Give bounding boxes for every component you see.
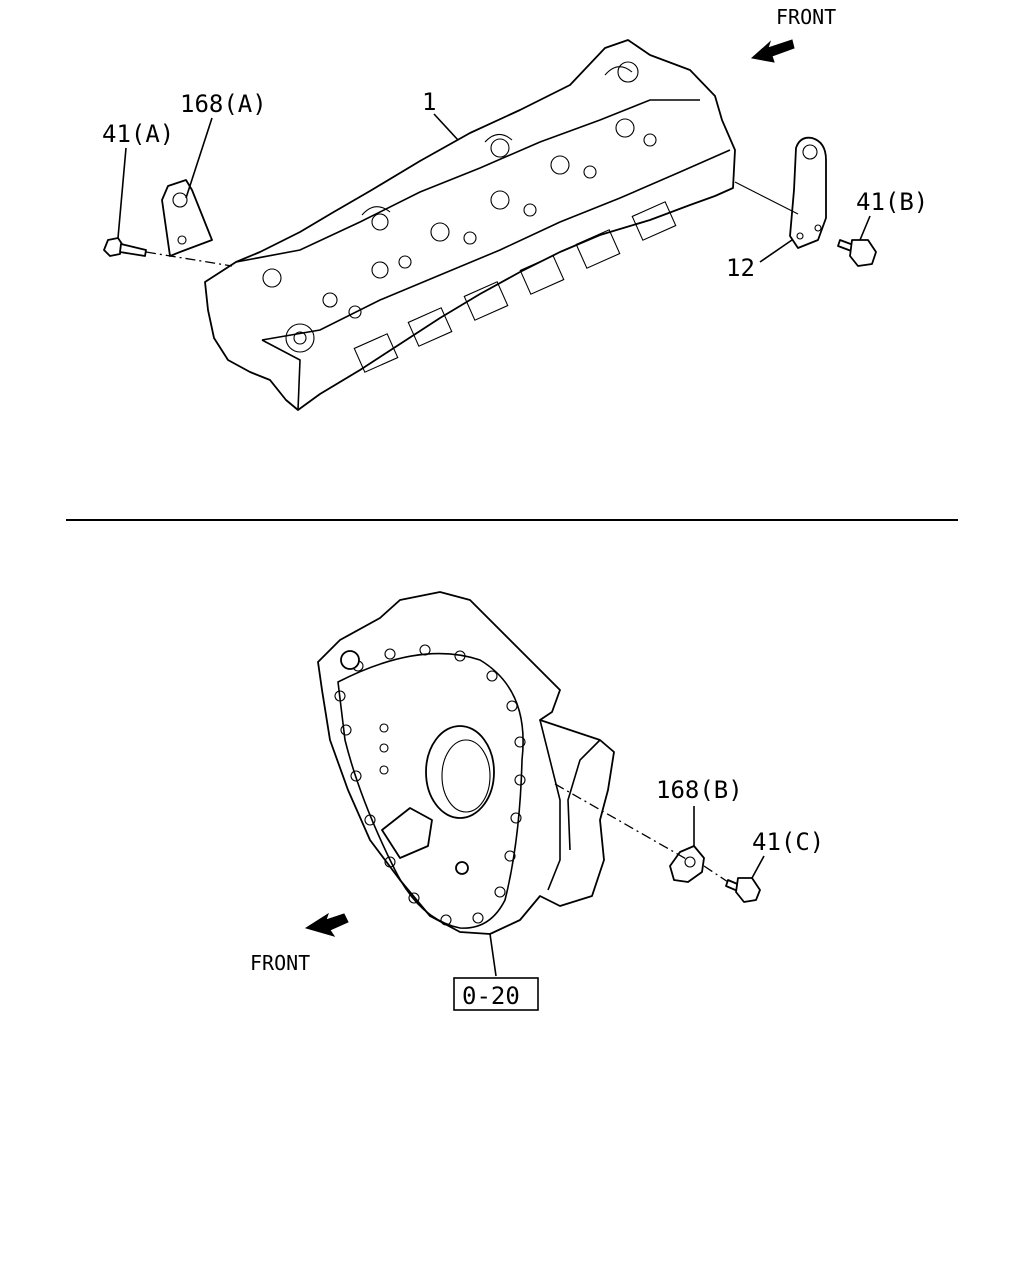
- bolt-c-centerline: [703, 865, 729, 883]
- deck-holes: [262, 61, 657, 353]
- leader-41b: [859, 215, 871, 241]
- ref-box-label: 0-20: [462, 982, 520, 1010]
- callout-168b: 168(B): [656, 776, 743, 804]
- port-openings: [353, 201, 677, 373]
- ref-box[interactable]: [453, 977, 539, 1011]
- leader-ref-box: [489, 933, 497, 977]
- callout-41b: 41(B): [856, 188, 928, 216]
- callout-168a: 168(A): [180, 90, 267, 118]
- bolt-41a: [103, 237, 147, 257]
- bracket-168a: [161, 179, 213, 257]
- bracket-168b: [669, 845, 705, 883]
- leader-41a: [117, 147, 127, 239]
- flywheel-housing: [317, 591, 615, 935]
- leader-1: [433, 113, 459, 141]
- front-arrow-top-icon: [750, 39, 795, 63]
- leader-168a: [185, 117, 213, 199]
- callout-1: 1: [422, 88, 436, 116]
- bolt-a-centerline: [145, 251, 233, 267]
- bolt-41c: [725, 877, 761, 903]
- callout-12: 12: [726, 254, 755, 282]
- callout-41c: 41(C): [752, 828, 824, 856]
- leader-12: [759, 239, 793, 263]
- front-label-bottom: FRONT: [250, 951, 310, 975]
- front-arrow-bottom-icon: [304, 912, 349, 937]
- callout-41a: 41(A): [102, 120, 174, 148]
- bracket-12: [789, 136, 827, 249]
- flange-holes: [334, 644, 526, 926]
- bolt-41b: [837, 239, 877, 267]
- leader-41c: [751, 855, 765, 879]
- bracket-12-leader-to-head: [734, 181, 799, 215]
- cylinder-head: [204, 39, 736, 411]
- front-label-top: FRONT: [776, 5, 836, 29]
- bracket-b-centerline: [554, 783, 689, 861]
